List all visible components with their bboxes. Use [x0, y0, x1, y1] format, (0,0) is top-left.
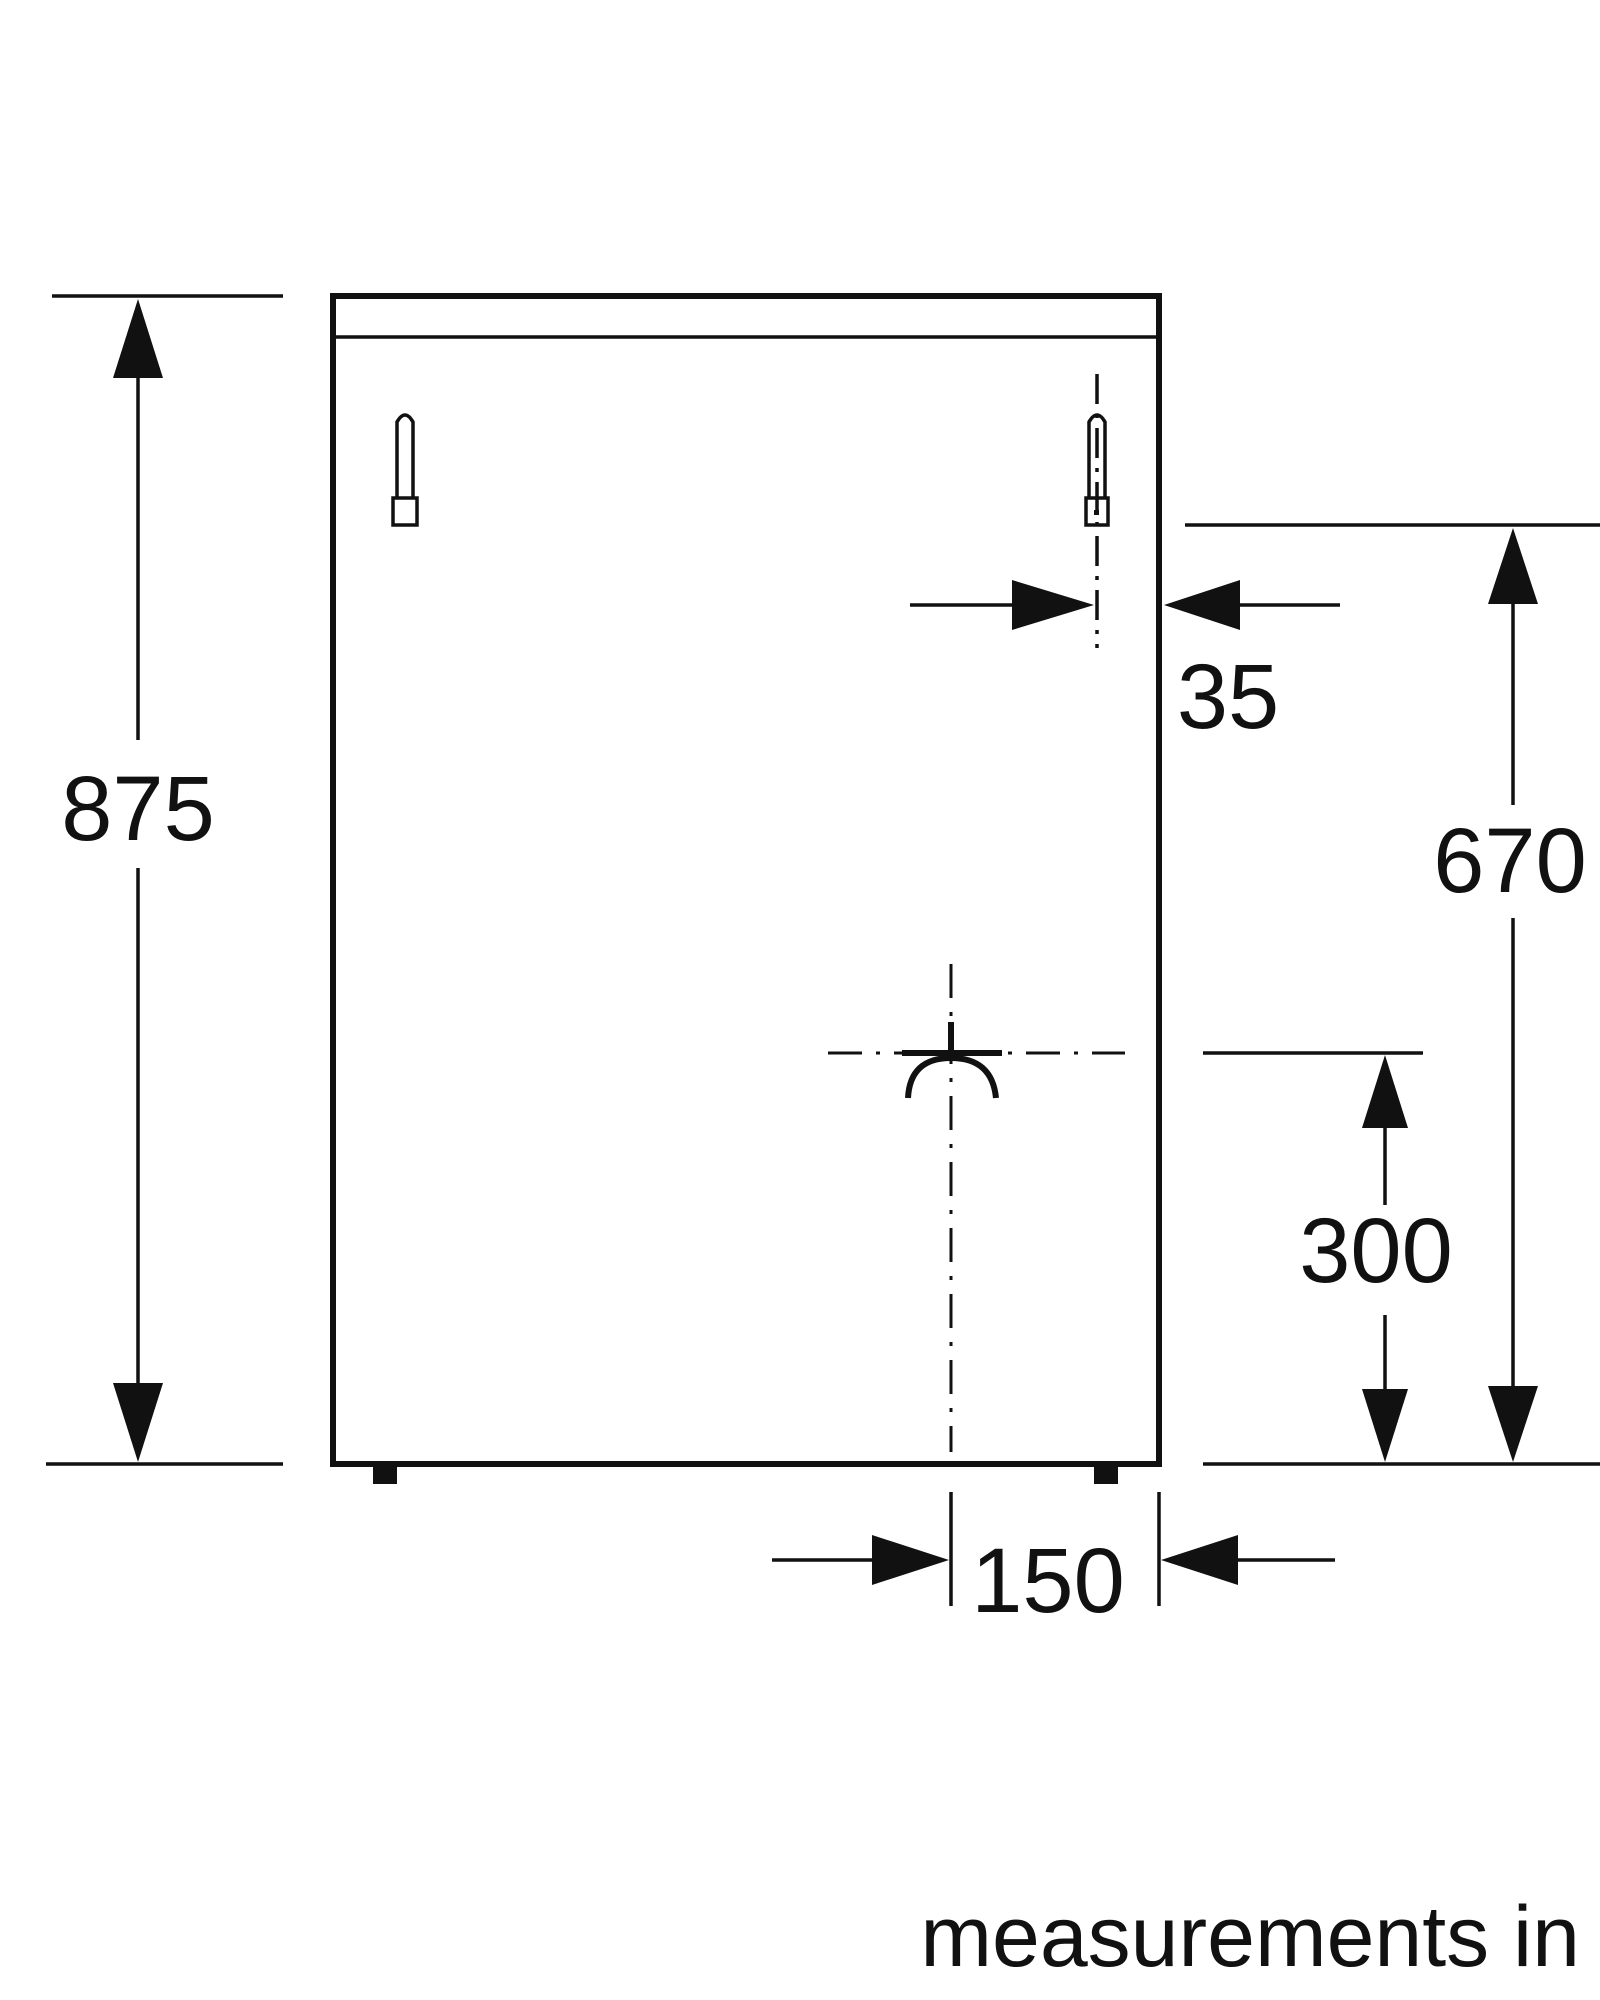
dimension-drain-height: 300 [1203, 1051, 1453, 1462]
arrow-up [113, 299, 163, 378]
measurements-footnote: measurements in [920, 1889, 1580, 1985]
arrow-right [872, 1535, 949, 1585]
arrow-up [1362, 1055, 1408, 1128]
arrow-right [1012, 580, 1094, 630]
arrow-left [1164, 580, 1240, 630]
dimension-connection-height: 670 [1185, 523, 1600, 1466]
connection-height-label: 670 [1433, 810, 1587, 912]
drain-offset-label: 150 [971, 1530, 1125, 1632]
edge-offset-label: 35 [1177, 646, 1279, 748]
right-water-valve-icon [1084, 374, 1110, 648]
drain-height-label: 300 [1299, 1200, 1453, 1302]
appliance-outline [330, 293, 1162, 1484]
left-water-valve-icon [391, 413, 419, 527]
dimension-overall-height: 875 [46, 294, 283, 1466]
arrow-down [1362, 1389, 1408, 1462]
dimension-drain-offset: 150 [772, 1492, 1335, 1632]
drain-outlet-icon [828, 964, 1125, 1452]
arrow-up [1488, 528, 1538, 604]
arrow-down [113, 1383, 163, 1462]
overall-height-label: 875 [61, 758, 215, 860]
left-foot [373, 1466, 397, 1484]
arrow-down [1488, 1386, 1538, 1462]
dimension-edge-offset: 35 [910, 580, 1340, 748]
right-foot [1094, 1466, 1118, 1484]
arrow-left [1161, 1535, 1238, 1585]
